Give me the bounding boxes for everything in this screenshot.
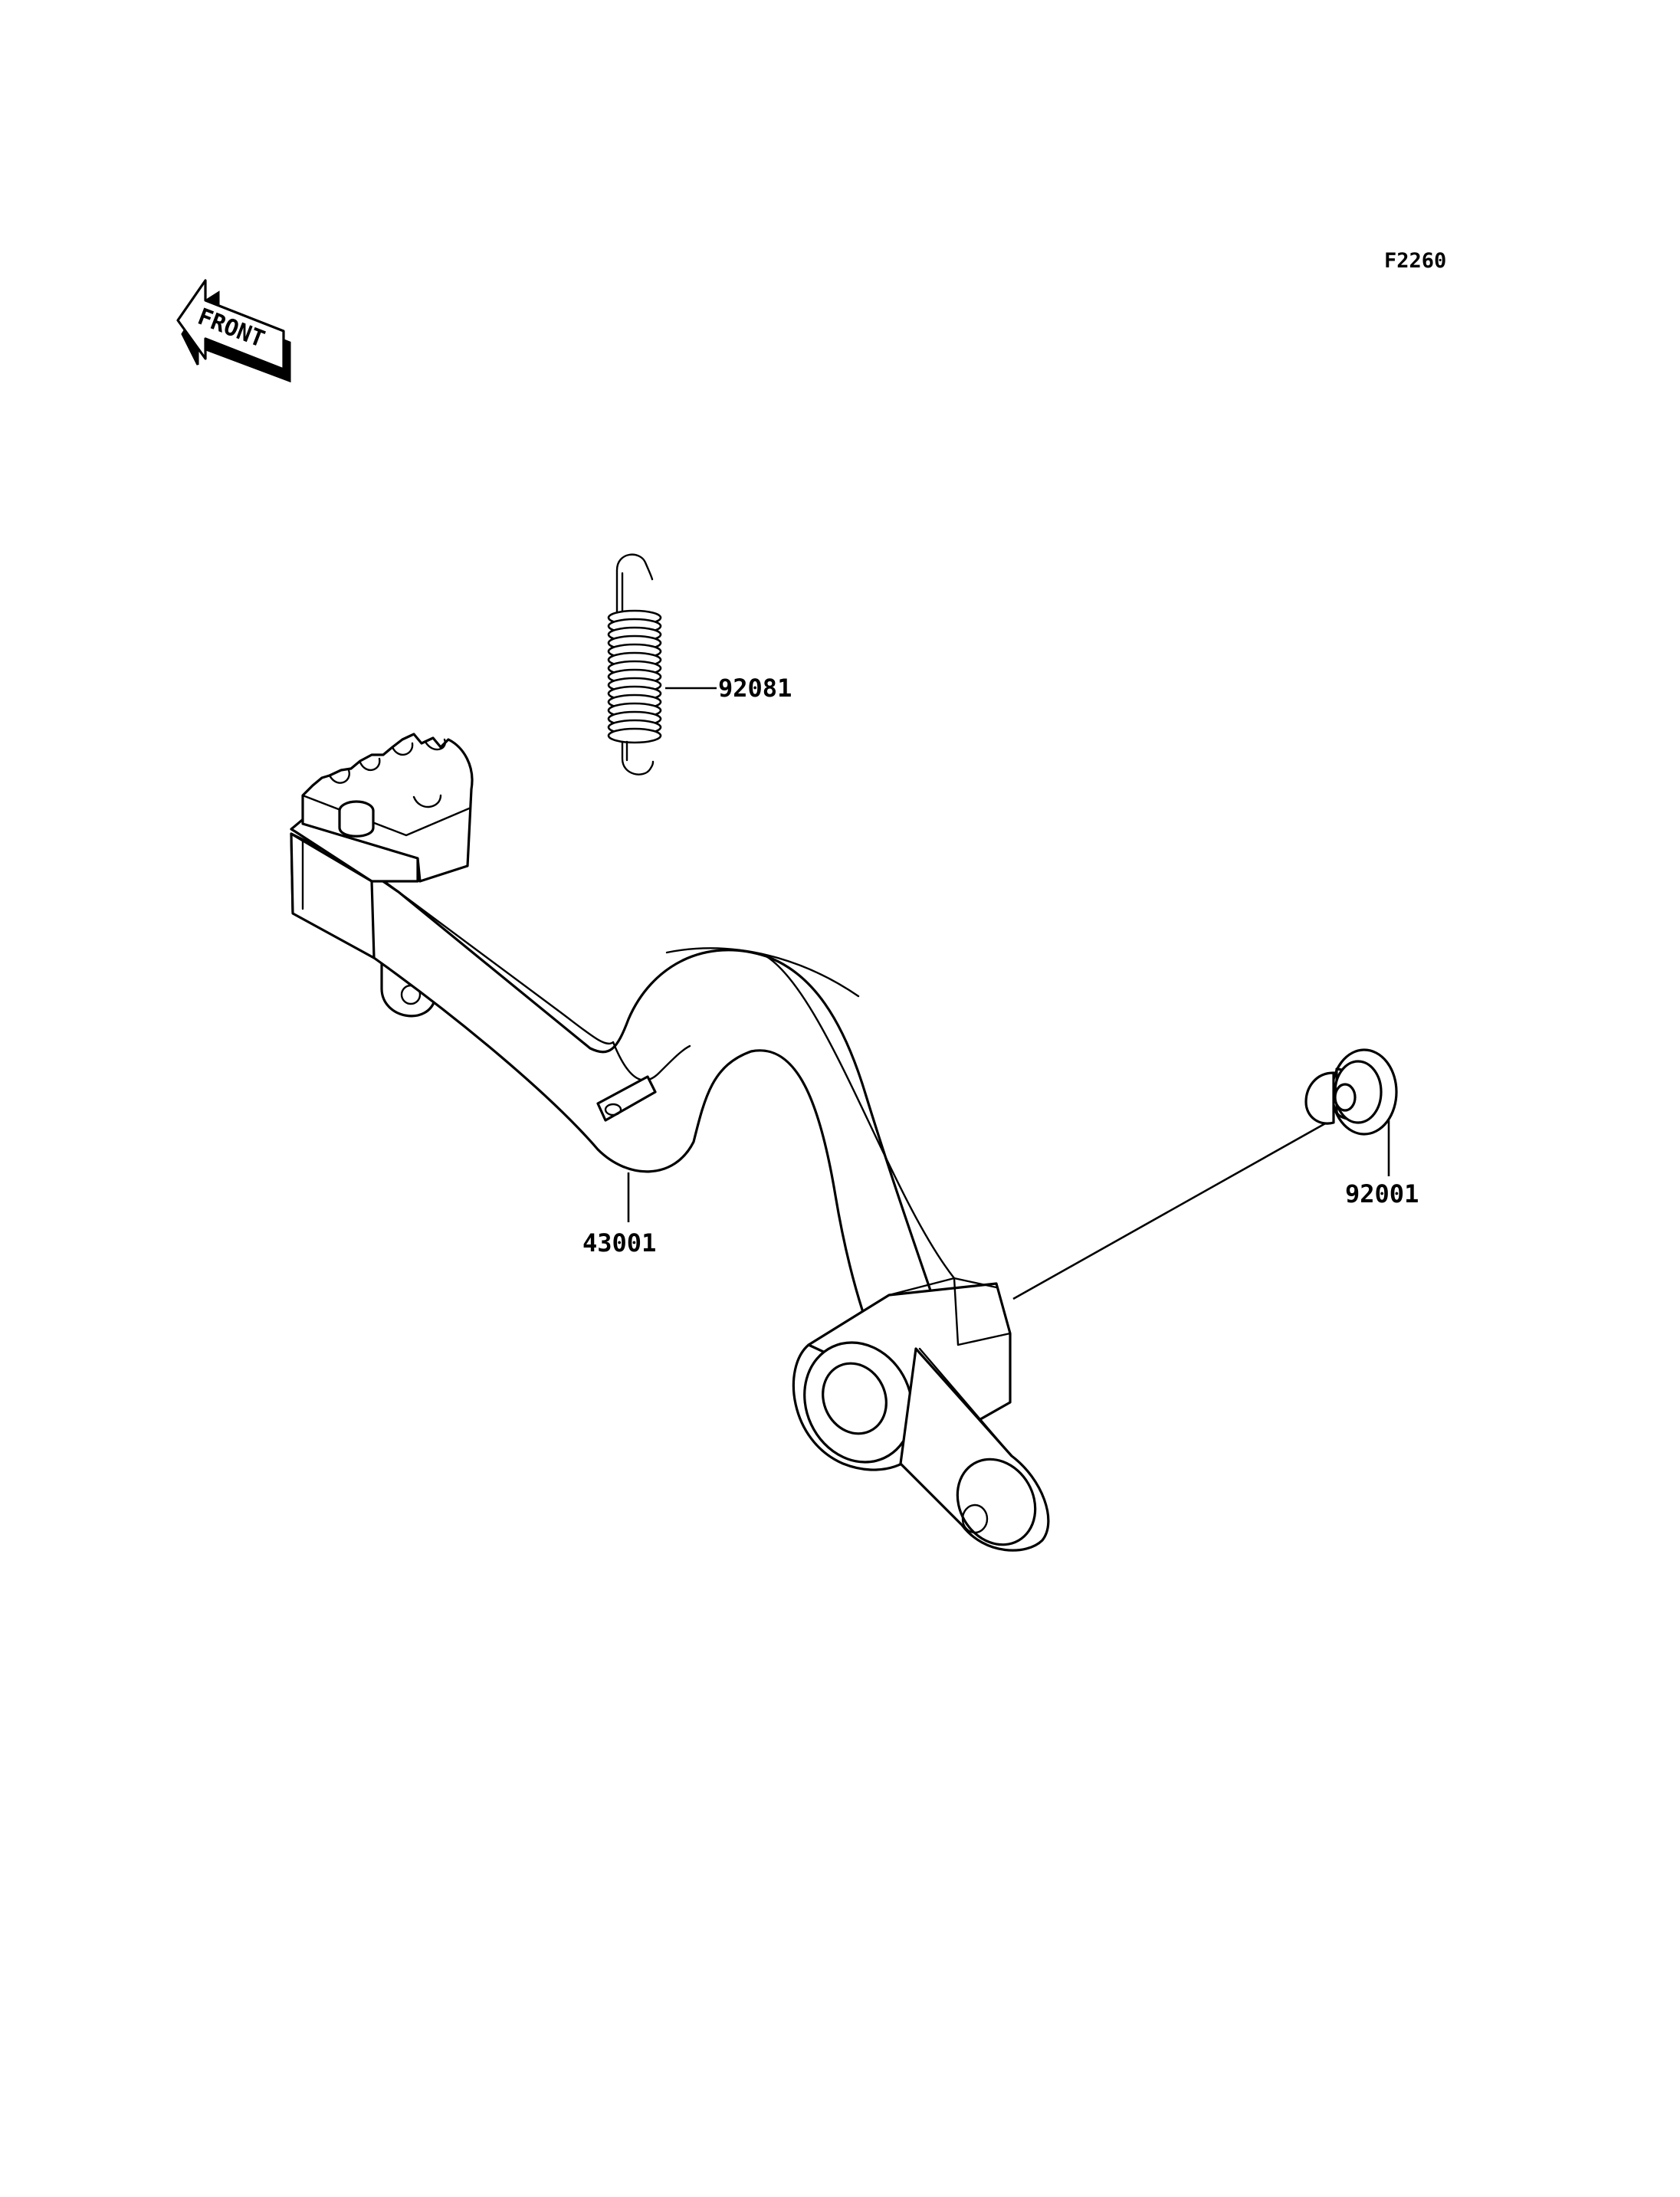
figure-code: F2260 (1384, 249, 1446, 273)
brake-pedal-43001 (290, 733, 1050, 1552)
bolt-92001 (1012, 1048, 1398, 1300)
part-number-43001: 43001 (582, 1228, 656, 1258)
part-number-92001: 92001 (1345, 1179, 1419, 1208)
part-number-92081: 92081 (718, 674, 792, 703)
front-arrow-icon: FRONT (176, 279, 291, 383)
spring-92081 (607, 553, 662, 776)
spring-coil (607, 727, 662, 744)
